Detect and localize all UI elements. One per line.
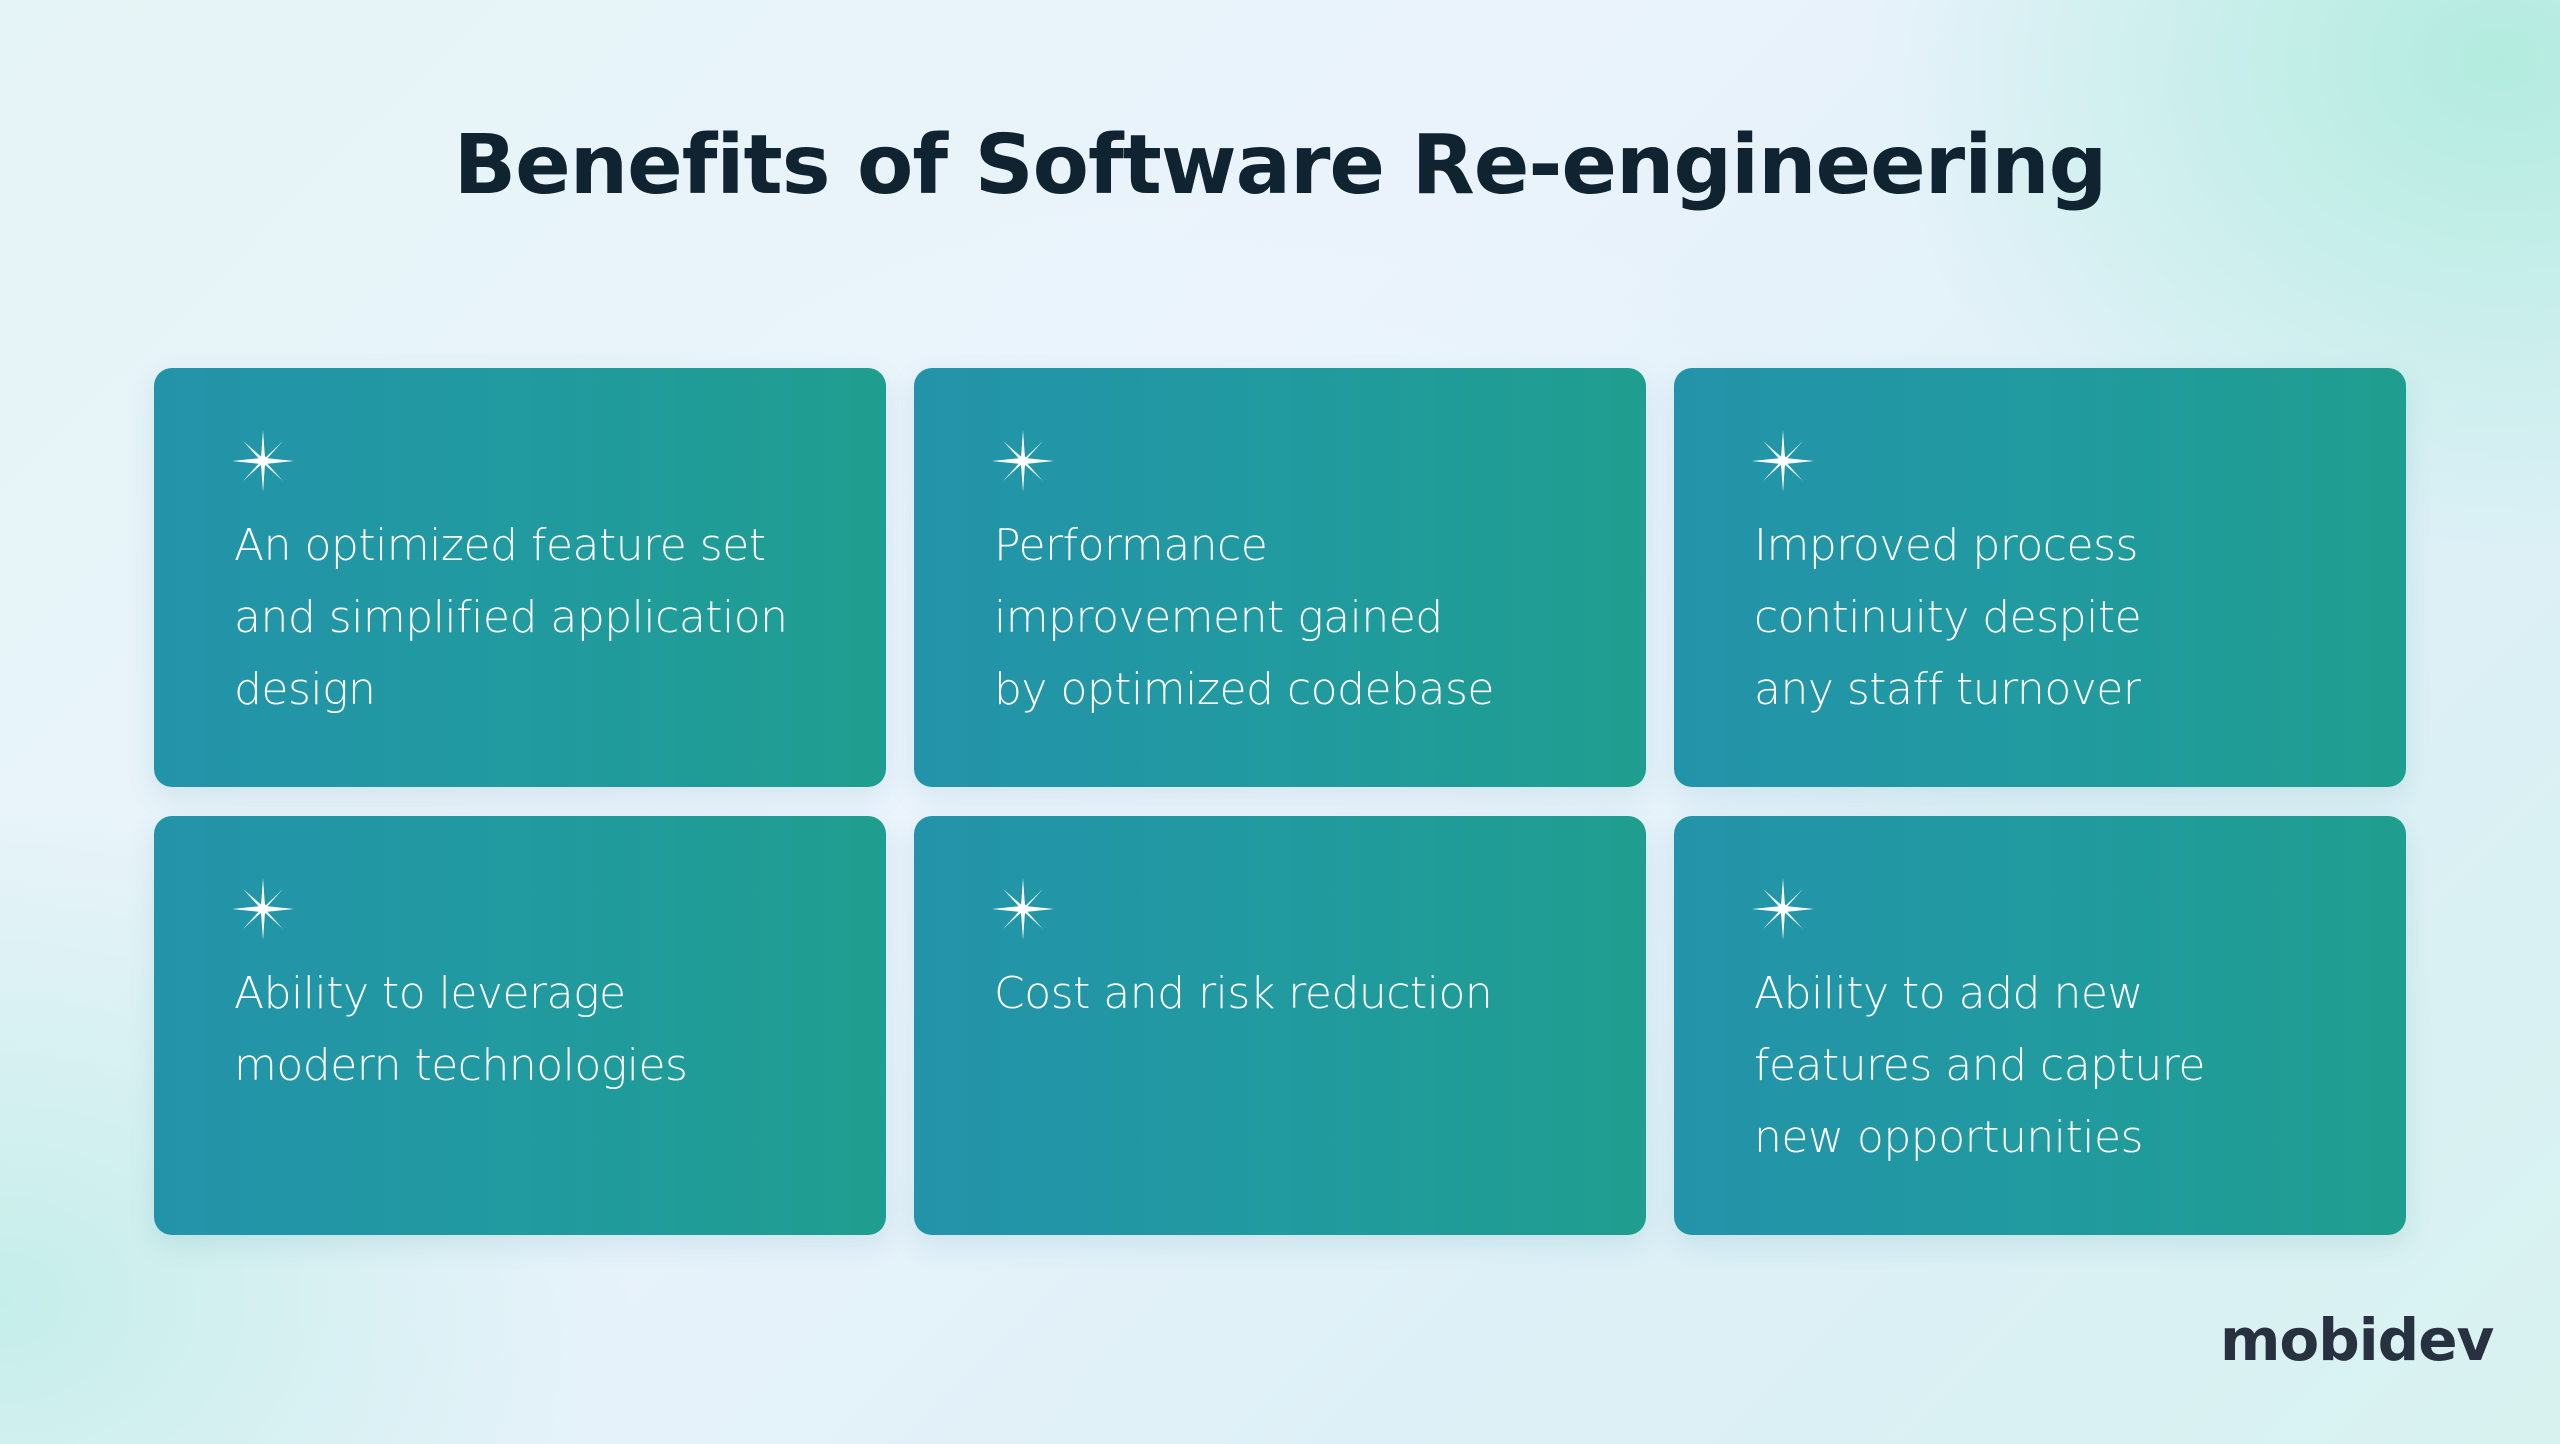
benefit-text: Ability to add new features and capture …: [1754, 968, 2205, 1163]
sparkle-icon: [232, 878, 294, 940]
sparkle-icon: [1752, 878, 1814, 940]
benefit-text: Ability to leverage modern technologies: [234, 968, 688, 1091]
mobidev-logo: mobidev: [2220, 1306, 2494, 1374]
benefit-text: Performance improvement gained by optimi…: [994, 520, 1494, 715]
benefit-card: Ability to leverage modern technologies: [154, 816, 886, 1235]
benefits-grid: An optimized feature set and simplified …: [154, 368, 2406, 1235]
benefit-card: Improved process continuity despite any …: [1674, 368, 2406, 787]
benefit-card: Cost and risk reduction: [914, 816, 1646, 1235]
benefit-card: An optimized feature set and simplified …: [154, 368, 886, 787]
benefit-card: Ability to add new features and capture …: [1674, 816, 2406, 1235]
sparkle-icon: [992, 430, 1054, 492]
page-title: Benefits of Software Re-engineering: [453, 118, 2108, 213]
benefit-text: Improved process continuity despite any …: [1754, 520, 2142, 715]
benefit-card: Performance improvement gained by optimi…: [914, 368, 1646, 787]
sparkle-icon: [232, 430, 294, 492]
sparkle-icon: [992, 878, 1054, 940]
benefit-text: Cost and risk reduction: [994, 968, 1493, 1019]
sparkle-icon: [1752, 430, 1814, 492]
benefit-text: An optimized feature set and simplified …: [234, 520, 788, 715]
